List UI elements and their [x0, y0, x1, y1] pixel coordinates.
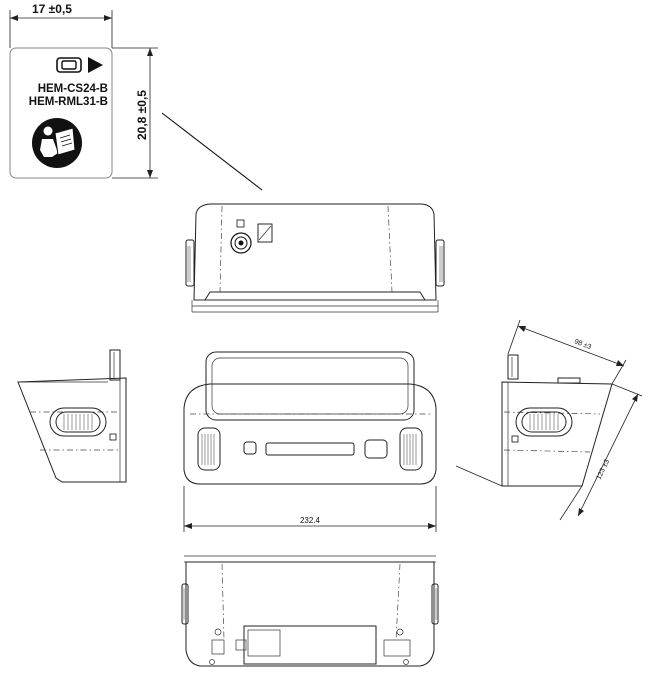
front-view: 232.4 — [183, 351, 437, 532]
read-manual-icon — [32, 118, 82, 168]
right-button — [364, 439, 388, 459]
bottom-view — [181, 555, 439, 667]
small-left-button — [243, 441, 257, 455]
front-left-speaker — [201, 434, 215, 465]
battery-compartment — [243, 625, 377, 665]
label-height-dimension: 20,8 ±0,5 — [112, 47, 158, 179]
side-height-dimension: 123 ±3 — [455, 383, 643, 521]
label-width-dimension: 17 ±0,5 — [9, 2, 113, 48]
side-depth-text: 98 ±3 — [573, 338, 592, 351]
compartment-icon — [56, 57, 82, 73]
left-speaker-grille — [63, 414, 93, 430]
front-width-dimension: 232.4 — [183, 486, 437, 532]
center-slot — [265, 442, 355, 456]
left-side-view — [17, 349, 127, 483]
label-height-text: 20,8 ±0,5 — [135, 90, 149, 140]
label-placement — [257, 223, 273, 243]
side-depth-dimension: 98 ±3 — [507, 319, 627, 385]
side-height-text: 123 ±3 — [596, 459, 612, 481]
right-side-view: 98 ±3 123 ±3 — [455, 319, 643, 521]
right-speaker-grille — [529, 414, 559, 430]
label-card: 17 ±0,5 20,8 ±0,5 HEM-CS24-B HEM-RML31-B — [9, 2, 158, 179]
model-line-1: HEM-CS24-B — [38, 83, 108, 95]
label-width-text: 17 ±0,5 — [32, 2, 72, 16]
display-window — [205, 351, 415, 421]
leader-line — [161, 112, 263, 191]
front-width-text: 232.4 — [300, 516, 321, 525]
front-right-speaker — [403, 434, 417, 465]
model-line-2: HEM-RML31-B — [29, 96, 108, 108]
play-arrow-icon — [88, 57, 103, 73]
connector-socket-icon — [230, 219, 252, 254]
top-view — [185, 203, 445, 313]
